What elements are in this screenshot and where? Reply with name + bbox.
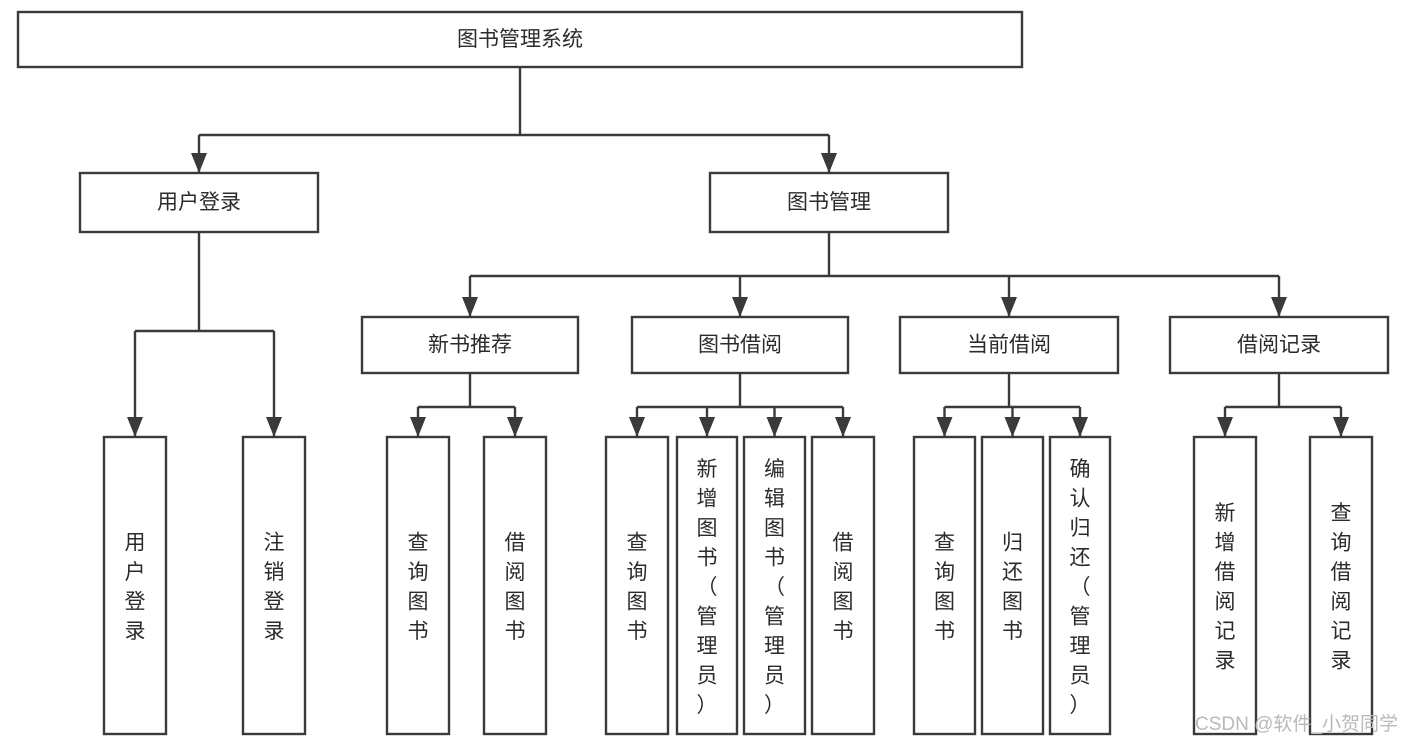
node-leaf-query-book-1-box[interactable] bbox=[385, 435, 451, 736]
book-borrow-arrow-1 bbox=[699, 417, 715, 437]
current-borrow-arrow-1 bbox=[1004, 417, 1021, 437]
node-leaf-query-record-box[interactable] bbox=[1308, 435, 1374, 736]
node-leaf-borrow-book-1-label: 借阅图书 bbox=[505, 532, 526, 644]
node-leaf-query-book-2-box[interactable] bbox=[604, 435, 670, 736]
node-leaf-query-book-3[interactable]: 查询图书 bbox=[912, 435, 977, 736]
node-leaf-borrow-book-1-box[interactable] bbox=[482, 435, 548, 736]
node-leaf-query-book-1-label: 查询图书 bbox=[408, 532, 429, 644]
node-root-box[interactable] bbox=[16, 10, 1024, 69]
borrow-record-arrow-0 bbox=[1217, 417, 1233, 437]
node-book-borrow-box[interactable] bbox=[630, 315, 850, 375]
current-borrow-arrow-2 bbox=[1072, 417, 1088, 437]
node-new-book-recommend-label: 新书推荐 bbox=[428, 334, 512, 357]
nodes-layer: 图书管理系统用户登录图书管理新书推荐图书借阅当前借阅借阅记录用户登录注销登录查询… bbox=[16, 10, 1390, 736]
new-book-recommend-arrow-1 bbox=[507, 417, 523, 437]
user-login-arrow-0 bbox=[127, 417, 143, 437]
node-borrow-record-label: 借阅记录 bbox=[1237, 334, 1321, 357]
node-leaf-user-login-box[interactable] bbox=[102, 435, 168, 736]
book-management-arrow-0 bbox=[462, 297, 478, 317]
node-leaf-add-record-label: 新增借阅记录 bbox=[1215, 502, 1236, 673]
node-leaf-query-book-3-label: 查询图书 bbox=[934, 532, 955, 644]
node-leaf-borrow-book-1[interactable]: 借阅图书 bbox=[482, 435, 548, 736]
book-management-arrow-3 bbox=[1271, 297, 1287, 317]
node-leaf-return-book[interactable]: 归还图书 bbox=[980, 435, 1045, 736]
csdn-watermark: CSDN @软件_小贺同学 bbox=[1195, 713, 1398, 735]
book-management-arrow-2 bbox=[1001, 297, 1017, 317]
node-leaf-edit-book[interactable]: 编辑图书（管理员） bbox=[742, 435, 807, 736]
node-leaf-add-record-box[interactable] bbox=[1192, 435, 1258, 736]
node-borrow-record-box[interactable] bbox=[1168, 315, 1390, 375]
user-login-arrow-1 bbox=[266, 417, 282, 437]
node-leaf-add-record[interactable]: 新增借阅记录 bbox=[1192, 435, 1258, 736]
node-leaf-confirm-return-box[interactable] bbox=[1048, 435, 1112, 736]
current-borrow-arrow-0 bbox=[936, 417, 953, 437]
node-new-book-recommend-box[interactable] bbox=[360, 315, 580, 375]
node-root-label: 图书管理系统 bbox=[457, 28, 583, 51]
node-leaf-edit-book-box[interactable] bbox=[742, 435, 807, 736]
node-leaf-borrow-book-2[interactable]: 借阅图书 bbox=[810, 435, 876, 736]
node-user-login[interactable]: 用户登录 bbox=[78, 171, 320, 234]
node-current-borrow-box[interactable] bbox=[898, 315, 1120, 375]
node-book-management-label: 图书管理 bbox=[787, 191, 871, 214]
node-book-management[interactable]: 图书管理 bbox=[708, 171, 950, 234]
node-leaf-borrow-book-2-label: 借阅图书 bbox=[833, 532, 854, 644]
node-user-login-label: 用户登录 bbox=[157, 191, 241, 214]
node-leaf-user-login[interactable]: 用户登录 bbox=[102, 435, 168, 736]
node-current-borrow[interactable]: 当前借阅 bbox=[898, 315, 1120, 375]
node-leaf-add-book[interactable]: 新增图书（管理员） bbox=[675, 435, 739, 736]
node-root[interactable]: 图书管理系统 bbox=[16, 10, 1024, 69]
book-borrow-arrow-3 bbox=[835, 417, 851, 437]
node-leaf-user-login-label: 用户登录 bbox=[125, 532, 146, 644]
node-leaf-query-record-label: 查询借阅记录 bbox=[1331, 502, 1352, 673]
node-book-management-box[interactable] bbox=[708, 171, 950, 234]
node-leaf-logout-box[interactable] bbox=[241, 435, 307, 736]
node-leaf-query-book-2-label: 查询图书 bbox=[627, 532, 648, 644]
book-management-arrow-1 bbox=[732, 297, 748, 317]
node-leaf-query-book-3-box[interactable] bbox=[912, 435, 977, 736]
node-book-borrow[interactable]: 图书借阅 bbox=[630, 315, 850, 375]
connectors-layer bbox=[127, 67, 1349, 437]
node-leaf-return-book-box[interactable] bbox=[980, 435, 1045, 736]
book-borrow-arrow-2 bbox=[766, 417, 783, 437]
node-user-login-box[interactable] bbox=[78, 171, 320, 234]
node-book-borrow-label: 图书借阅 bbox=[698, 334, 782, 357]
node-leaf-edit-book-label: 编辑图书（管理员） bbox=[764, 458, 785, 717]
node-new-book-recommend[interactable]: 新书推荐 bbox=[360, 315, 580, 375]
borrow-record-arrow-1 bbox=[1333, 417, 1349, 437]
node-leaf-add-book-box[interactable] bbox=[675, 435, 739, 736]
node-leaf-return-book-label: 归还图书 bbox=[1002, 532, 1023, 644]
root-arrow-1 bbox=[821, 153, 837, 173]
node-leaf-confirm-return[interactable]: 确认归还（管理员） bbox=[1048, 435, 1112, 736]
node-leaf-logout[interactable]: 注销登录 bbox=[241, 435, 307, 736]
node-leaf-add-book-label: 新增图书（管理员） bbox=[697, 458, 718, 717]
root-arrow-0 bbox=[191, 153, 207, 173]
node-borrow-record[interactable]: 借阅记录 bbox=[1168, 315, 1390, 375]
node-leaf-query-book-2[interactable]: 查询图书 bbox=[604, 435, 670, 736]
book-borrow-arrow-0 bbox=[629, 417, 645, 437]
node-current-borrow-label: 当前借阅 bbox=[967, 334, 1051, 357]
node-leaf-confirm-return-label: 确认归还（管理员） bbox=[1070, 458, 1091, 717]
new-book-recommend-arrow-0 bbox=[410, 417, 426, 437]
node-leaf-query-book-1[interactable]: 查询图书 bbox=[385, 435, 451, 736]
node-leaf-query-record[interactable]: 查询借阅记录 bbox=[1308, 435, 1374, 736]
node-leaf-borrow-book-2-box[interactable] bbox=[810, 435, 876, 736]
node-leaf-logout-label: 注销登录 bbox=[264, 532, 285, 644]
